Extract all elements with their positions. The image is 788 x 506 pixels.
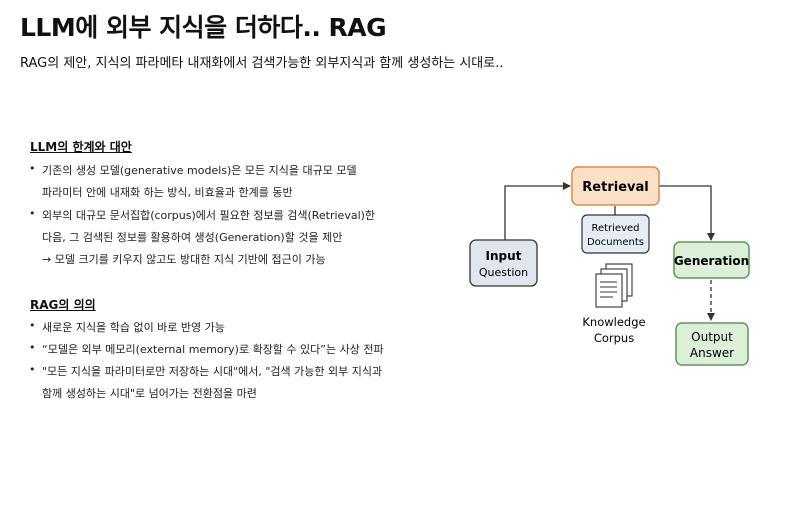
bullet-marker: • bbox=[29, 319, 36, 332]
output-answer-node: Output Answer bbox=[675, 322, 749, 366]
page-title: LLM에 외부 지식을 더하다.. RAG bbox=[20, 13, 387, 42]
list-item-continued: 함께 생성하는 시대"로 넘어가는 전환점을 마련 bbox=[42, 387, 257, 400]
corpus-label-line1: Knowledge bbox=[582, 315, 645, 329]
list-item: "모든 지식을 파라미터로만 저장하는 시대"에서, "검색 가능한 외부 지식… bbox=[42, 365, 383, 378]
section-heading-significance: RAG의 의의 bbox=[30, 298, 96, 312]
output-label-line1: Output bbox=[691, 330, 733, 344]
output-label-line2: Answer bbox=[690, 346, 734, 360]
input-label-line1: Input bbox=[486, 249, 522, 263]
list-item: 기존의 생성 모델(generative models)은 모든 지식을 대규모… bbox=[42, 164, 357, 177]
retrieved-documents-node: Retrieved Documents bbox=[581, 214, 650, 254]
list-item-continued: 다음, 그 검색된 정보를 활용하여 생성(Generation)할 것을 제안 bbox=[42, 231, 343, 244]
section-heading-limits: LLM의 한계와 대안 bbox=[30, 140, 132, 154]
list-item: “모델은 외부 메모리(external memory)로 확장할 수 있다”는… bbox=[42, 343, 384, 356]
corpus-label-line2: Corpus bbox=[594, 331, 634, 345]
retrieval-label: Retrieval bbox=[582, 180, 648, 195]
bullet-marker: • bbox=[29, 162, 36, 175]
arrow-input-to-retrieval bbox=[504, 182, 571, 240]
arrow-retrieval-to-generation bbox=[659, 185, 715, 241]
bullet-marker: • bbox=[29, 341, 36, 354]
retrieval-node: Retrieval bbox=[571, 166, 660, 206]
list-item-continued: 파라미터 안에 내재화 하는 방식, 비효율과 한계를 동반 bbox=[42, 186, 293, 199]
retrieved-label-line2: Documents bbox=[587, 237, 644, 248]
bullet-marker: • bbox=[29, 207, 36, 220]
page-subtitle: RAG의 제안, 지식의 파라메타 내재화에서 검색가능한 외부지식과 함께 생… bbox=[20, 56, 504, 71]
document-stack-icon bbox=[595, 263, 633, 308]
input-question-node: Input Question bbox=[469, 239, 538, 287]
retrieved-label-line1: Retrieved bbox=[591, 223, 639, 234]
list-item: 외부의 대규모 문서집합(corpus)에서 필요한 정보를 검색(Retrie… bbox=[42, 209, 376, 222]
input-label-line2: Question bbox=[479, 266, 528, 279]
generation-node: Generation bbox=[673, 241, 750, 279]
list-item-arrow-note: → 모델 크기를 키우지 않고도 방대한 지식 기반에 접근이 가능 bbox=[42, 253, 326, 266]
list-item: 새로운 지식을 학습 없이 바로 반영 가능 bbox=[42, 321, 225, 334]
bullet-marker: • bbox=[29, 363, 36, 376]
generation-label: Generation bbox=[674, 254, 749, 268]
